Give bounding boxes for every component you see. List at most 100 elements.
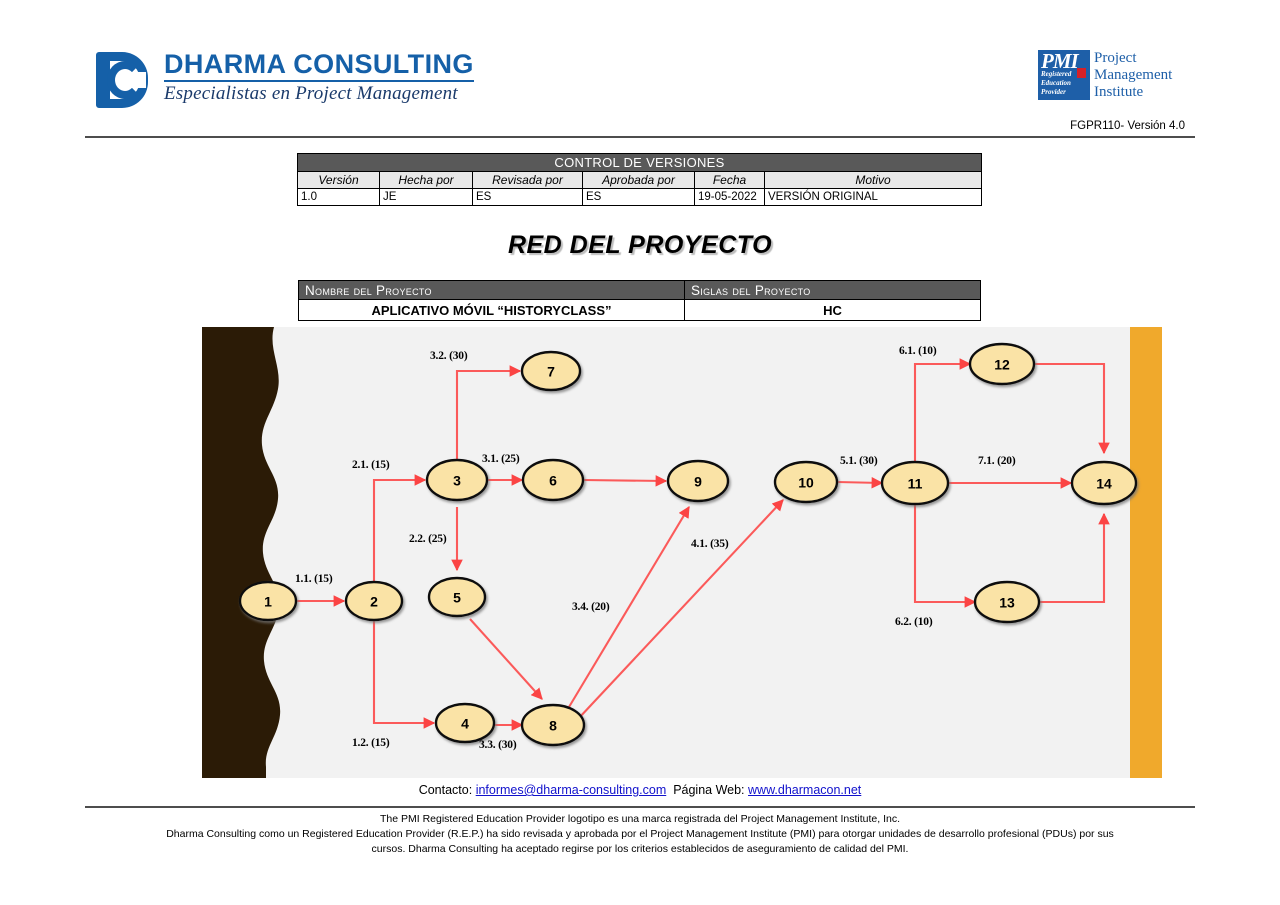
contact-label: Contacto: [418, 783, 473, 797]
website-link[interactable]: www.dharmacon.net [748, 783, 862, 797]
contact-email-link[interactable]: informes@dharma-consulting.com [475, 783, 667, 797]
pmi-provider-text: Provider [1041, 88, 1066, 97]
project-name-value: APLICATIVO MÓVIL “HISTORYCLASS” [298, 299, 685, 321]
edge-label-1-2: 1.2. (15) [352, 737, 390, 749]
node-1[interactable]: 1 [238, 580, 298, 622]
cell-aprobada-por: ES [582, 188, 695, 206]
edge-label-3-4: 3.4. (20) [572, 601, 610, 613]
node-14-label: 14 [1096, 476, 1112, 492]
node-2[interactable]: 2 [344, 580, 404, 622]
edge-10-11 [836, 476, 884, 489]
pmi-name-line-1: Project [1094, 50, 1137, 66]
node-12[interactable]: 12 [968, 342, 1036, 386]
node-4-label: 4 [461, 716, 469, 732]
edge-label-7-1: 7.1. (20) [978, 455, 1016, 467]
version-table-title-row: CONTROL DE VERSIONES [296, 153, 983, 172]
node-13[interactable]: 13 [973, 580, 1041, 624]
node-2-label: 2 [370, 594, 378, 610]
left-decorative-bar [202, 327, 281, 778]
edge-13-14 [1039, 512, 1110, 604]
disclaimer-line-2: Dharma Consulting como un Registered Edu… [166, 828, 1114, 841]
project-name-header: Nombre del Proyecto [298, 280, 685, 300]
pmi-badge-icon: PMI Registered Education Provider [1038, 50, 1090, 100]
edge-11-13 [913, 483, 977, 608]
pmi-registered-text: Registered [1041, 70, 1072, 78]
node-3-label: 3 [453, 473, 461, 489]
diagram-edges [296, 358, 1110, 731]
edge-label-5-1: 5.1. (30) [840, 455, 878, 467]
pmi-letters: PMI [1041, 49, 1079, 73]
edge-12-14 [1034, 362, 1110, 455]
node-11[interactable]: 11 [880, 460, 950, 506]
project-info-value-row: APLICATIVO MÓVIL “HISTORYCLASS” HC [298, 299, 981, 321]
pmi-institute-name: Project Management Institute [1094, 50, 1172, 100]
node-14[interactable]: 14 [1070, 460, 1138, 506]
edge-11-12 [913, 358, 972, 483]
edge-label-2-1: 2.1. (15) [352, 459, 390, 471]
node-4[interactable]: 4 [434, 702, 496, 744]
table-row: 1.0 JE ES ES 19-05-2022 VERSIÓN ORIGINAL [297, 188, 983, 206]
node-5[interactable]: 5 [427, 576, 487, 618]
pmi-rep-logo: PMI Registered Education Provider Projec… [1038, 50, 1172, 100]
page-header: DHARMA CONSULTING Especialistas en Proje… [0, 0, 1280, 140]
column-header-version: Versión [297, 171, 380, 189]
node-10[interactable]: 10 [773, 460, 839, 504]
edge-6-9 [582, 475, 668, 487]
node-7[interactable]: 7 [520, 350, 582, 392]
diagram-background [202, 327, 1162, 778]
page-title: RED DEL PROYECTO [507, 231, 773, 259]
disclaimer-line-3: cursos. Dharma Consulting ha aceptado re… [371, 843, 909, 856]
edge-label-2-2: 2.2. (25) [409, 533, 447, 545]
column-header-motivo: Motivo [763, 171, 983, 189]
brand-tagline: Especialistas en Project Management [164, 83, 458, 105]
node-13-label: 13 [999, 595, 1015, 611]
dharma-consulting-logo: DHARMA CONSULTING Especialistas en Proje… [96, 50, 474, 108]
project-acronym-value: HC [684, 299, 981, 321]
node-8-label: 8 [549, 718, 557, 734]
edge-3-7 [455, 365, 522, 480]
project-acronym-header: Siglas del Proyecto [684, 280, 981, 300]
node-9[interactable]: 9 [666, 459, 730, 503]
cell-fecha: 19-05-2022 [694, 188, 765, 206]
project-info-header-row: Nombre del Proyecto Siglas del Proyecto [298, 280, 981, 300]
pmi-name-line-3: Institute [1094, 83, 1144, 100]
node-10-label: 10 [798, 475, 814, 491]
diagram-nodes: 1 2 3 4 5 6 7 [238, 342, 1138, 747]
node-3[interactable]: 3 [425, 458, 489, 502]
edge-label-3-2: 3.2. (30) [430, 350, 468, 362]
node-7-label: 7 [547, 364, 555, 380]
brand-divider [164, 80, 474, 83]
node-5-label: 5 [453, 590, 461, 606]
version-control-table: CONTROL DE VERSIONES Versión Hecha por R… [296, 153, 983, 206]
node-8[interactable]: 8 [520, 703, 586, 747]
cell-version: 1.0 [297, 188, 380, 206]
dharma-logo-icon [96, 52, 152, 108]
edge-label-6-1: 6.1. (10) [899, 345, 937, 357]
node-6-label: 6 [549, 473, 557, 489]
diagram-edge-labels: 3.2. (30) 2.1. (15) 3.1. (25) 2.2. (25) … [295, 345, 1016, 751]
version-table-header-row: Versión Hecha por Revisada por Aprobada … [297, 171, 983, 189]
right-decorative-bar [1130, 327, 1162, 778]
edge-label-6-2: 6.2. (10) [895, 616, 933, 628]
node-9-label: 9 [694, 474, 702, 490]
website-label: Página Web: [673, 783, 745, 797]
cell-motivo: VERSIÓN ORIGINAL [763, 188, 983, 206]
pmi-red-square-icon [1077, 68, 1086, 78]
edge-label-1-1: 1.1. (15) [295, 573, 333, 585]
node-12-label: 12 [994, 357, 1010, 373]
edge-5-8 [469, 618, 543, 700]
project-network-diagram: 1 2 3 4 5 6 7 [202, 327, 1162, 778]
cell-revisada-por: ES [472, 188, 583, 206]
column-header-fecha: Fecha [694, 171, 765, 189]
column-header-hecha-por: Hecha por [379, 171, 473, 189]
disclaimer-line-1: The PMI Registered Education Provider lo… [379, 813, 901, 825]
node-11-label: 11 [908, 476, 923, 492]
document-code: FGPR110- Versión 4.0 [1070, 120, 1185, 132]
edge-2-3 [372, 474, 427, 601]
project-info-table: Nombre del Proyecto Siglas del Proyecto … [298, 280, 981, 321]
contact-footer: Contacto: informes@dharma-consulting.com… [0, 783, 1280, 797]
edge-label-4-1: 4.1. (35) [691, 538, 729, 550]
node-6[interactable]: 6 [521, 458, 585, 502]
edge-2-4 [372, 601, 436, 729]
column-header-aprobada-por: Aprobada por [582, 171, 695, 189]
